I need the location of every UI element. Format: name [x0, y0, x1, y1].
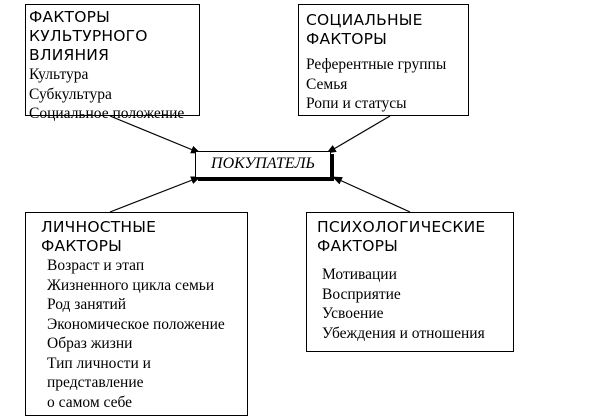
list-item: Возраст и этап [47, 257, 145, 274]
list-item: Род занятий [47, 296, 127, 313]
list-item: Жизненного цикла семьи [47, 276, 215, 294]
personal-factors-list: Возраст и этап Жизненного цикла семьи Ро… [47, 256, 247, 412]
list-item: Референтные группы [306, 56, 447, 73]
list-item: Тип личности и [47, 354, 151, 372]
list-item: Культура [29, 66, 89, 83]
list-item: Ропи и статусы [306, 95, 407, 112]
list-item: о самом себе [47, 393, 133, 411]
list-item: Усвоение [322, 305, 384, 322]
list-item: Восприятие [322, 285, 401, 303]
social-factors-box: СОЦИАЛЬНЫЕ ФАКТОРЫ Референтные группы Се… [298, 4, 469, 116]
list-item: Экономическое положение [47, 315, 225, 333]
social-factors-title: СОЦИАЛЬНЫЕ ФАКТОРЫ [306, 11, 423, 48]
personal-factors-title: ЛИЧНОСТНЫЕ ФАКТОРЫ [41, 218, 157, 255]
psychological-factors-title: ПСИХОЛОГИЧЕСКИЕ ФАКТОРЫ [317, 218, 486, 255]
list-item: Семья [306, 75, 348, 93]
list-item: Образ жизни [47, 335, 133, 352]
cultural-factors-box: ФАКТОРЫ КУЛЬТУРНОГО ВЛИЯНИЯ Культура Суб… [25, 4, 200, 122]
list-item: Социальное положение [29, 105, 185, 122]
social-factors-list: Референтные группы Семья Ропи и статусы [306, 55, 468, 114]
personal-factors-box: ЛИЧНОСТНЫЕ ФАКТОРЫ Возраст и этап Жизнен… [25, 212, 248, 416]
list-item: представление [47, 374, 144, 391]
cultural-factors-list: Культура Субкультура Социальное положени… [29, 65, 199, 124]
arrow-social-to-buyer [326, 115, 391, 154]
arrow-cultural-to-buyer [109, 115, 201, 154]
list-item: Субкультура [29, 85, 112, 103]
list-item: Убеждения и отношения [322, 324, 485, 342]
psychological-factors-box: ПСИХОЛОГИЧЕСКИЕ ФАКТОРЫ Мотивации Воспри… [306, 212, 514, 352]
arrow-psychological-to-buyer [332, 176, 411, 213]
cultural-factors-title: ФАКТОРЫ КУЛЬТУРНОГО ВЛИЯНИЯ [29, 8, 148, 64]
arrow-personal-to-buyer [109, 176, 201, 213]
list-item: Мотивации [322, 266, 397, 283]
buyer-box: ПОКУПАТЕЛЬ [195, 151, 331, 178]
psychological-factors-list: Мотивации Восприятие Усвоение Убеждения … [322, 265, 513, 343]
